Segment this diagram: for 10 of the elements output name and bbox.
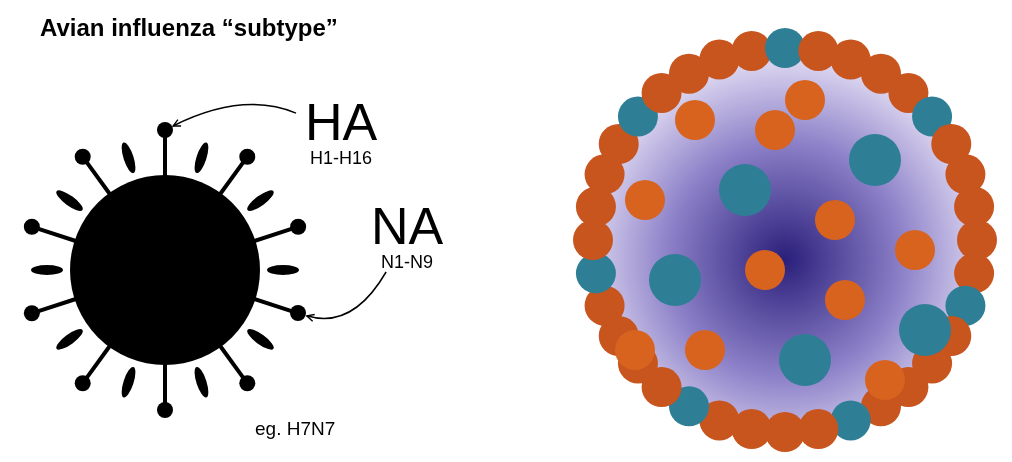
subtype-range: N1-N9	[380, 252, 434, 272]
spike-knob	[157, 122, 173, 138]
protein-label: NA	[369, 200, 445, 252]
arrow	[306, 271, 387, 322]
subtype-range: H1-H16	[309, 148, 373, 168]
arrow	[172, 103, 297, 127]
protein-label: HA	[303, 96, 379, 148]
spike-knob	[290, 305, 307, 322]
example-text: eg. H7N7	[255, 418, 336, 440]
title: Avian influenza “subtype”	[40, 14, 338, 42]
